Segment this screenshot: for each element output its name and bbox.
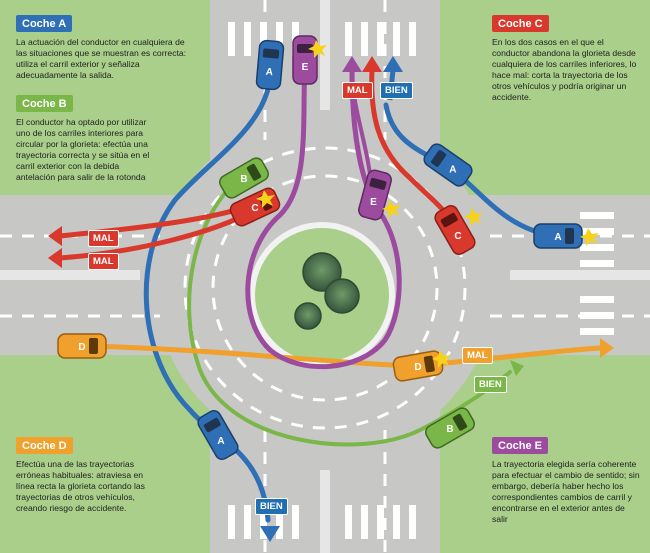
label-bien-south: BIEN — [255, 498, 288, 515]
car-letter: B — [446, 424, 453, 435]
car-letter: A — [217, 436, 224, 447]
arrow-north-red — [362, 56, 382, 72]
label-bien-north: BIEN — [380, 82, 413, 99]
car-c-right: C — [434, 205, 476, 255]
arrow-east-orange — [600, 338, 614, 358]
car-letter: A — [554, 232, 561, 243]
panel-car-c-title: Coche C — [492, 15, 549, 32]
median-north — [320, 0, 330, 110]
trajectory-car-d — [77, 343, 603, 369]
panel-car-c-text: En los dos casos en el que el conductor … — [492, 37, 637, 102]
arrow-north-blue — [383, 56, 403, 72]
impact-sparks — [256, 40, 599, 368]
spark-icon — [382, 200, 401, 218]
panel-car-e: Coche E La trayectoria elegida sería coh… — [492, 436, 642, 525]
panel-car-d-text: Efectúa una de las trayectorias erróneas… — [16, 459, 145, 513]
arrow-east-green — [510, 360, 524, 376]
car-a-lower: A — [197, 410, 239, 460]
panel-car-a-title: Coche A — [16, 15, 73, 32]
panel-car-d-title: Coche D — [16, 437, 73, 454]
car-d-left: D — [57, 333, 107, 359]
car-letter: A — [449, 164, 456, 175]
car-e-top: E — [292, 35, 318, 85]
tree — [302, 252, 342, 292]
car-letter: E — [370, 197, 377, 208]
panel-car-a-text: La actuación del conductor en cualquiera… — [16, 37, 187, 80]
arrow-north-purple — [342, 56, 362, 72]
car-letter: B — [240, 174, 247, 185]
label-bien-east: BIEN — [474, 376, 507, 393]
label-mal-east: MAL — [462, 347, 493, 364]
car-a-right-exit: A — [533, 223, 583, 249]
car-b-upper: B — [219, 157, 269, 199]
arrow-west-mal-1 — [48, 226, 62, 246]
central-trees — [294, 252, 360, 330]
car-letter: E — [302, 62, 309, 73]
arrow-west-mal-2 — [48, 248, 62, 268]
car-b-lower: B — [425, 407, 475, 449]
car-letter: D — [78, 342, 85, 353]
panel-car-a: Coche A La actuación del conductor en cu… — [16, 14, 188, 81]
tree — [294, 302, 322, 330]
panel-car-b-title: Coche B — [16, 95, 73, 112]
crosswalk-south — [228, 505, 416, 539]
spark-icon — [308, 40, 327, 58]
label-mal-west-1: MAL — [88, 230, 119, 247]
panel-car-b-text: El conductor ha optado por utilizar uno … — [16, 117, 150, 182]
car-e-center: E — [358, 169, 392, 221]
car-letter: A — [265, 67, 273, 79]
car-d-right: D — [392, 350, 444, 382]
panel-car-e-text: La trayectoria elegida sería coherente p… — [492, 459, 640, 524]
panel-car-d: Coche D Efectúa una de las trayectorias … — [16, 436, 156, 514]
spark-icon — [432, 350, 451, 368]
median-south — [320, 470, 330, 553]
cars: A E A A C E B — [57, 35, 583, 460]
central-island — [249, 222, 395, 368]
spark-icon — [256, 190, 275, 208]
panel-car-e-title: Coche E — [492, 437, 549, 454]
median-east — [510, 270, 650, 280]
arrow-south-blue — [260, 526, 280, 542]
crosswalks — [228, 22, 614, 539]
crosswalk-east — [580, 212, 614, 335]
label-mal-north: MAL — [342, 82, 373, 99]
tree — [324, 278, 360, 314]
label-mal-west-2: MAL — [88, 253, 119, 270]
median-west — [0, 270, 140, 280]
car-letter: C — [454, 231, 461, 242]
car-letter: D — [414, 362, 421, 373]
car-a-right-upper: A — [423, 143, 473, 187]
spark-icon — [464, 208, 483, 226]
car-a-top: A — [255, 39, 285, 91]
panel-car-c: Coche C En los dos casos en el que el co… — [492, 14, 642, 103]
panel-car-b: Coche B El conductor ha optado por utili… — [16, 94, 156, 183]
car-letter: C — [251, 203, 258, 214]
spark-icon — [580, 228, 599, 246]
